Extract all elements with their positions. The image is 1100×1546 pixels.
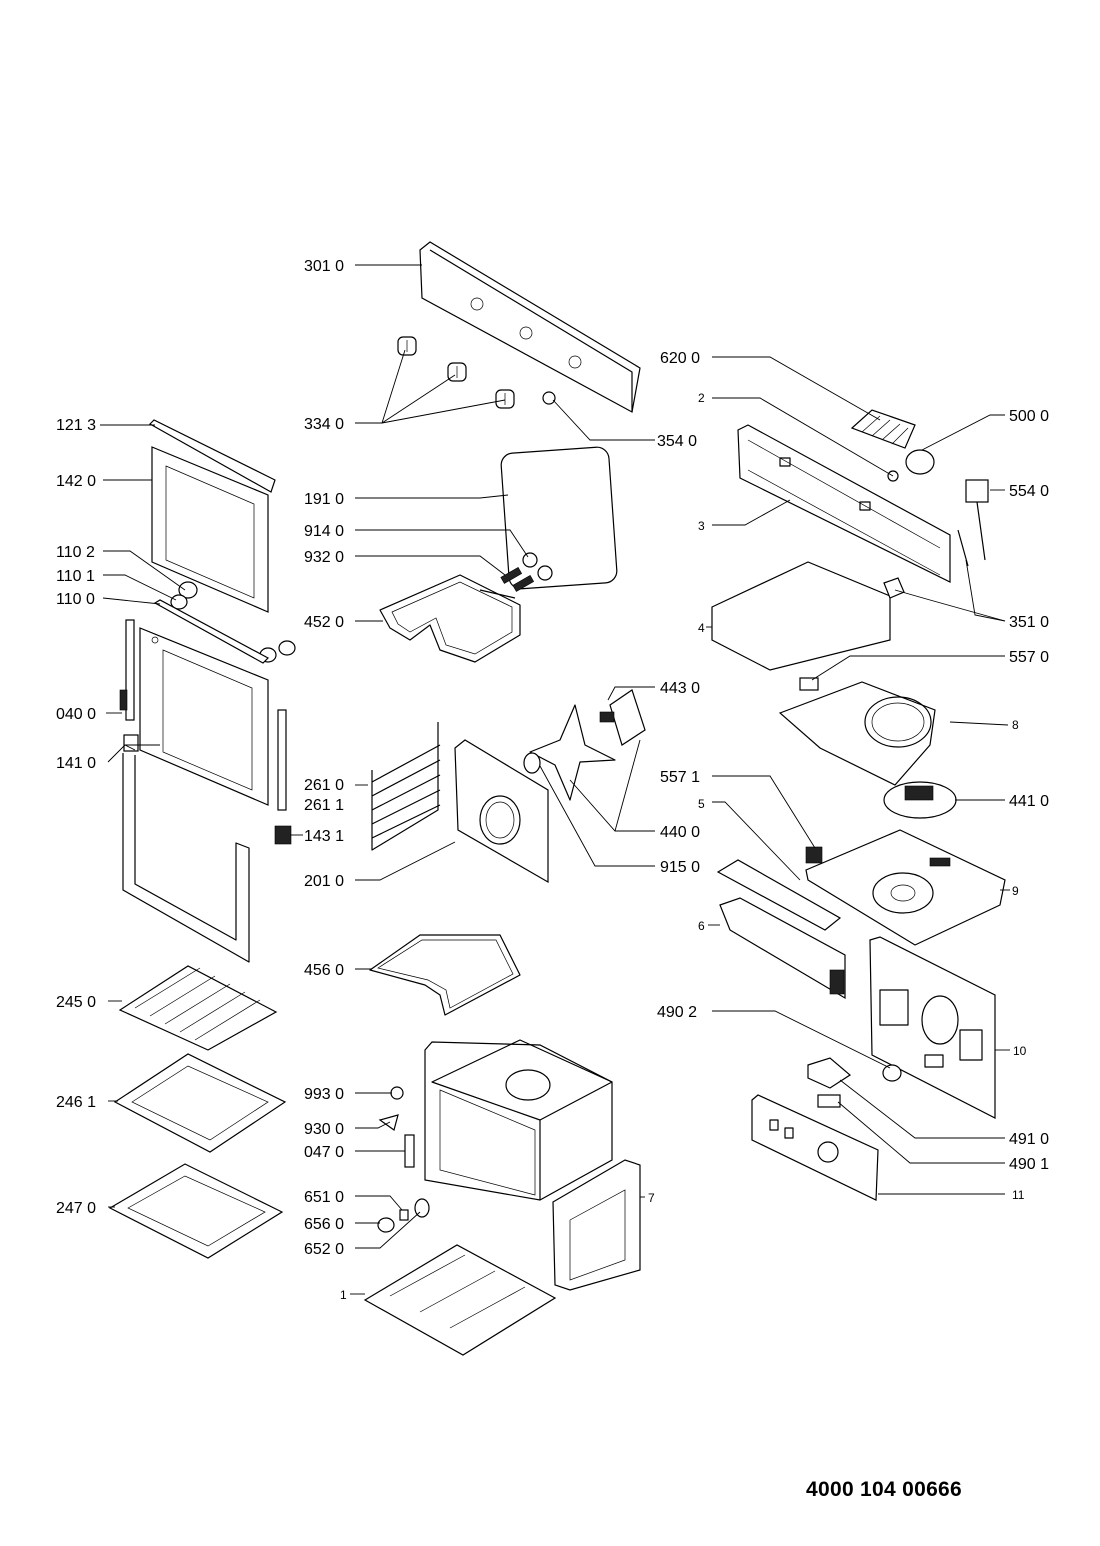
label-1: 1 — [340, 1288, 347, 1302]
electronics-drawing — [807, 1057, 852, 1108]
door-gasket-drawing — [500, 446, 618, 590]
knobs-drawing — [397, 336, 515, 409]
label-554-0: 554 0 — [1009, 483, 1049, 500]
label-557-1: 557 1 — [660, 769, 700, 786]
label-110-2: 110 2 — [56, 544, 95, 561]
label-456-0: 456 0 — [304, 962, 344, 979]
grill-element-drawing — [379, 574, 521, 663]
label-261-0: 261 0 — [304, 777, 344, 794]
control-panel-drawing — [419, 241, 641, 413]
label-440-0: 440 0 — [660, 824, 700, 841]
label-490-1: 490 1 — [1009, 1156, 1049, 1173]
label-301-0: 301 0 — [304, 258, 344, 275]
label-245-0: 245 0 — [56, 994, 96, 1011]
label-351-0: 351 0 — [1009, 614, 1049, 631]
side-panel-drawing — [552, 1159, 641, 1291]
door-clip-drawing — [274, 825, 292, 845]
thermostat-drawing — [957, 479, 989, 567]
part-number-labels: 301 0 334 0 354 0 620 0 2 500 0 554 0 3 … — [56, 258, 1049, 1302]
inner-glass-drawing — [151, 446, 269, 613]
label-143-1: 143 1 — [304, 828, 344, 845]
switch-2-drawing — [805, 846, 823, 864]
small-parts-drawing — [377, 1086, 430, 1233]
label-354-0: 354 0 — [657, 433, 697, 450]
label-652-0: 652 0 — [304, 1241, 344, 1258]
oven-cavity-drawing — [424, 1039, 613, 1201]
label-3: 3 — [698, 519, 705, 533]
wire-shelf-drawing — [118, 965, 278, 1051]
top-cover-drawing — [711, 561, 905, 671]
label-334-0: 334 0 — [304, 416, 344, 433]
label-142-0: 142 0 — [56, 473, 96, 490]
label-261-1: 261 1 — [304, 797, 344, 814]
label-201-0: 201 0 — [304, 873, 344, 890]
label-247-0: 247 0 — [56, 1200, 96, 1217]
label-191-0: 191 0 — [304, 491, 344, 508]
label-2: 2 — [698, 391, 705, 405]
knob-spindle-drawing — [542, 391, 556, 405]
label-10: 10 — [1013, 1044, 1027, 1058]
label-557-0: 557 0 — [1009, 649, 1049, 666]
label-7: 7 — [648, 1191, 655, 1205]
label-5: 5 — [698, 797, 705, 811]
label-620-0: 620 0 — [660, 350, 700, 367]
side-racks-drawing — [371, 722, 441, 851]
lamp-parts-drawing — [500, 552, 553, 592]
rear-panel-drawing — [454, 739, 549, 884]
label-490-2: 490 2 — [657, 1004, 697, 1021]
base-plate-drawing — [751, 1094, 879, 1201]
label-443-0: 443 0 — [660, 680, 700, 697]
door-hinge-parts-drawing — [153, 581, 296, 664]
label-047-0: 047 0 — [304, 1144, 344, 1161]
label-9: 9 — [1012, 884, 1019, 898]
label-915-0: 915 0 — [660, 859, 700, 876]
switch-knob-drawing — [882, 1064, 902, 1082]
label-040-0: 040 0 — [56, 706, 96, 723]
label-914-0: 914 0 — [304, 523, 344, 540]
baking-tray-drawing — [113, 1053, 287, 1153]
label-441-0: 441 0 — [1009, 793, 1049, 810]
label-11: 11 — [1012, 1188, 1025, 1202]
label-932-0: 932 0 — [304, 549, 344, 566]
bottom-element-inner-drawing — [377, 939, 514, 1009]
terminal-block-drawing — [850, 409, 916, 449]
motor-drawing — [887, 449, 935, 482]
label-246-1: 246 1 — [56, 1094, 96, 1111]
bottom-plate-drawing — [363, 1244, 557, 1356]
label-121-3: 121 3 — [56, 417, 96, 434]
door-seal-outline-drawing — [122, 753, 250, 963]
label-141-0: 141 0 — [56, 755, 96, 772]
air-duct-drawing — [716, 859, 846, 1000]
label-491-0: 491 0 — [1009, 1131, 1049, 1148]
door-top-trim-drawing — [149, 419, 276, 493]
label-500-0: 500 0 — [1009, 408, 1049, 425]
door-hinges-drawing — [119, 619, 287, 811]
convection-fan-drawing — [523, 689, 646, 801]
label-452-0: 452 0 — [304, 614, 344, 631]
label-110-1: 110 1 — [56, 568, 95, 585]
label-4: 4 — [698, 621, 705, 635]
front-frame-drawing — [737, 424, 951, 583]
label-930-0: 930 0 — [304, 1121, 344, 1138]
label-651-0: 651 0 — [304, 1189, 344, 1206]
label-656-0: 656 0 — [304, 1216, 344, 1233]
fan-motor-drawing — [883, 781, 957, 819]
label-6: 6 — [698, 919, 705, 933]
label-993-0: 993 0 — [304, 1086, 344, 1103]
fan-cover-drawing — [778, 681, 936, 786]
switch-drawing — [799, 677, 819, 691]
label-110-0: 110 0 — [56, 591, 95, 608]
inner-top-plate-drawing — [805, 829, 1006, 946]
label-8: 8 — [1012, 718, 1019, 732]
leader-lines — [100, 264, 1010, 1295]
drip-tray-drawing — [108, 1163, 284, 1259]
bottom-element-drawing — [369, 934, 521, 1016]
rear-housing-drawing — [869, 936, 996, 1119]
outer-door-drawing — [139, 627, 269, 806]
document-number: 4000 104 00666 — [806, 1478, 963, 1501]
